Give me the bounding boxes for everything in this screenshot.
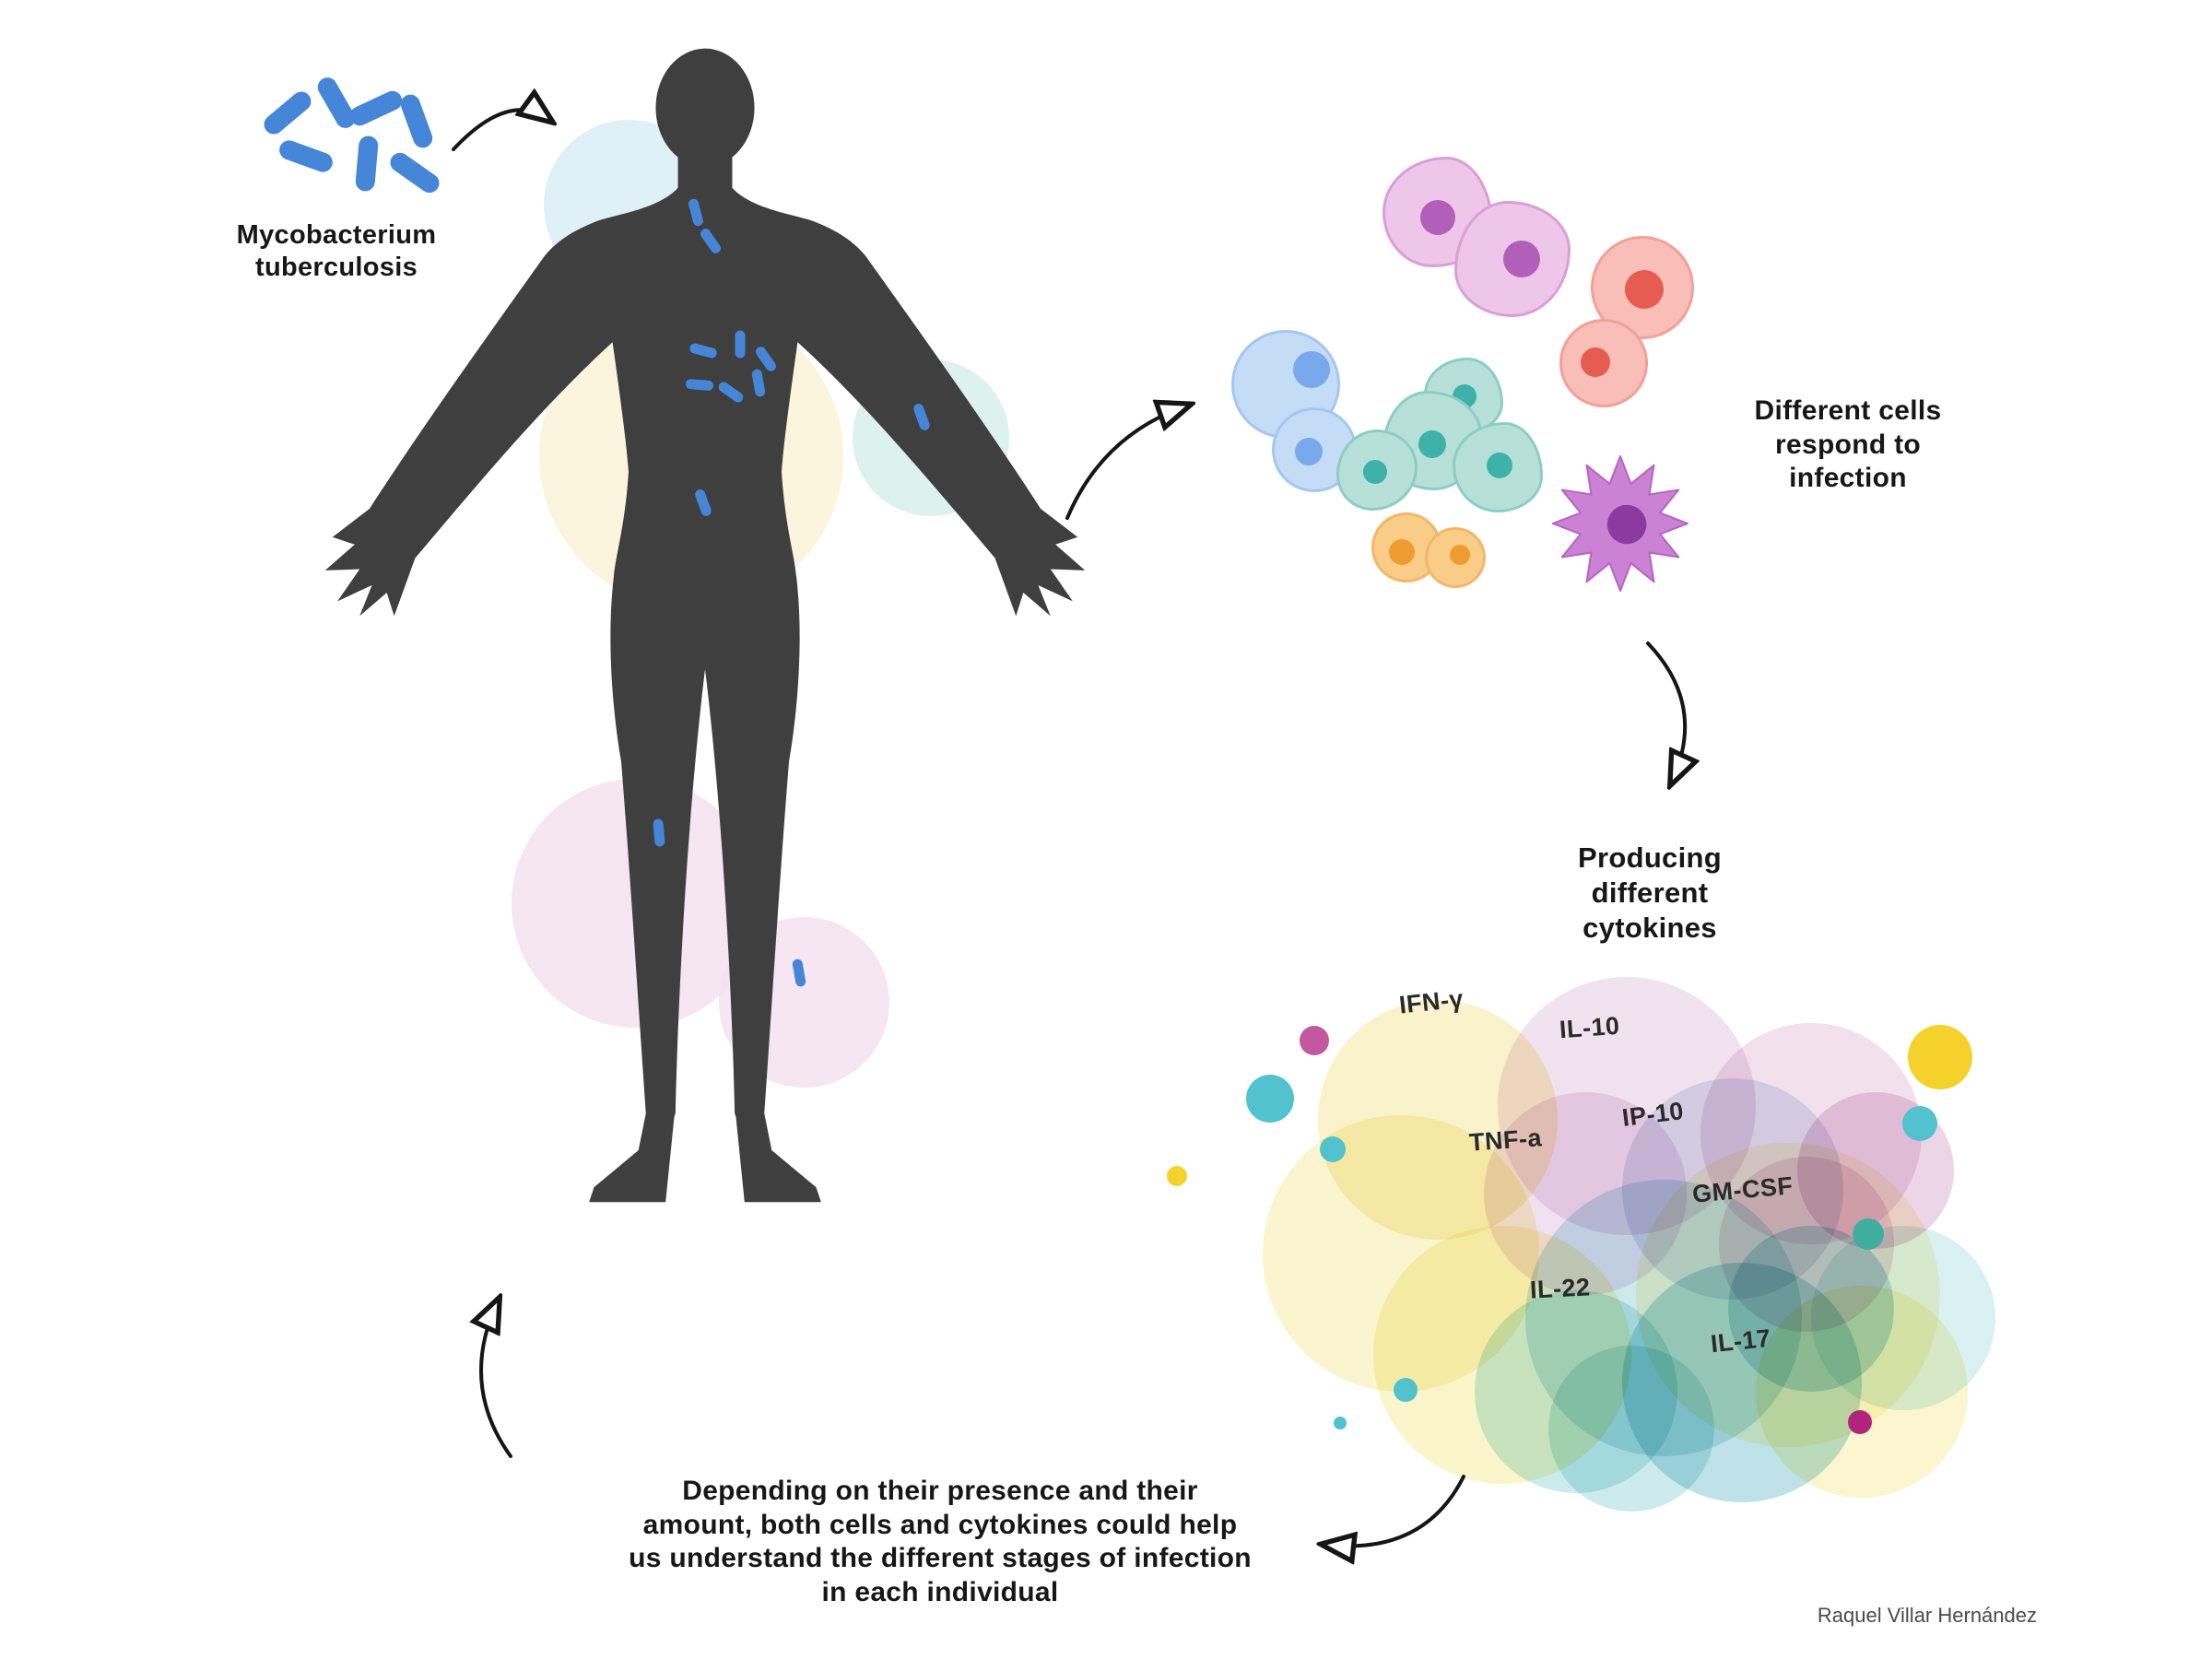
cytokine-dot [1902,1106,1937,1141]
cell-nucleus [1363,460,1387,484]
cytokine-label-tnf-a: TNF-a [1468,1124,1543,1157]
cells-caption-line2: respond to [1775,429,1921,460]
human-silhouette [324,48,1086,1203]
cells-caption-line1: Different cells [1754,395,1942,426]
cytokine-dot [1394,1378,1418,1402]
cytokine-dot [1848,1410,1872,1434]
cell-nucleus [1420,200,1455,235]
bacteria-label-line1: Mycobacterium [236,220,437,250]
cell-nucleus [1450,545,1470,565]
cytokine-dot [1908,1025,1972,1089]
cytokines-caption-line2: different [1591,876,1709,909]
cytokine-label-il-22: IL-22 [1529,1273,1592,1304]
bottom-caption-line3: us understand the different stages of in… [629,1543,1252,1574]
cell-teal [1453,422,1543,512]
cell-nucleus [1418,430,1446,458]
arrow-text-to-body [481,1301,512,1458]
cell-macrophage-purple [1454,201,1571,317]
cell-nucleus [1487,453,1512,478]
cell-nucleus [1581,347,1610,377]
bottom-caption-line4: in each individual [821,1576,1059,1607]
bacterium-rod [260,88,315,138]
cytokine-dot [1320,1136,1346,1162]
cell-nucleus [1389,539,1415,565]
cells-caption-line3: infection [1789,463,1907,494]
cell-red [1559,319,1648,407]
cytokines-caption: Producing different cytokines [1512,841,1788,945]
bacteria-label: Mycobacterium tuberculosis [152,219,521,285]
cell-dendritic [1552,455,1688,592]
bottom-caption: Depending on their presence and their am… [479,1475,1401,1609]
dendritic-nucleus [1606,504,1647,545]
cell-nucleus [1503,241,1540,277]
cell-orange [1425,527,1486,588]
cytokine-bubble [1548,1346,1714,1512]
cytokine-dot [1167,1166,1187,1186]
cytokine-dot [1853,1218,1884,1250]
cell-nucleus [1625,270,1664,309]
author-credit: Raquel Villar Hernández [1817,1604,2037,1627]
arrow-cells-to-cytokines [1646,641,1685,782]
cytokine-bubble [1811,1226,1995,1410]
cytokines-caption-line3: cytokines [1583,911,1717,944]
cytokine-label-il-10: IL-10 [1558,1011,1621,1044]
cytokine-dot [1334,1417,1347,1430]
bottom-caption-line2: amount, both cells and cytokines could h… [642,1509,1238,1540]
cell-nucleus [1295,438,1323,465]
bacteria-label-line2: tuberculosis [254,253,418,283]
cytokines-caption-line1: Producing [1578,841,1722,874]
bottom-caption-line1: Depending on their presence and their [682,1476,1198,1506]
cells-caption: Different cells respond to infection [1700,394,1995,496]
silhouette-body [324,187,1086,1203]
cell-nucleus [1293,351,1330,388]
cytokine-dot [1246,1075,1294,1123]
cytokine-dot [1300,1026,1329,1055]
cell-teal [1336,429,1418,511]
body-bacterium-rod [735,330,746,359]
